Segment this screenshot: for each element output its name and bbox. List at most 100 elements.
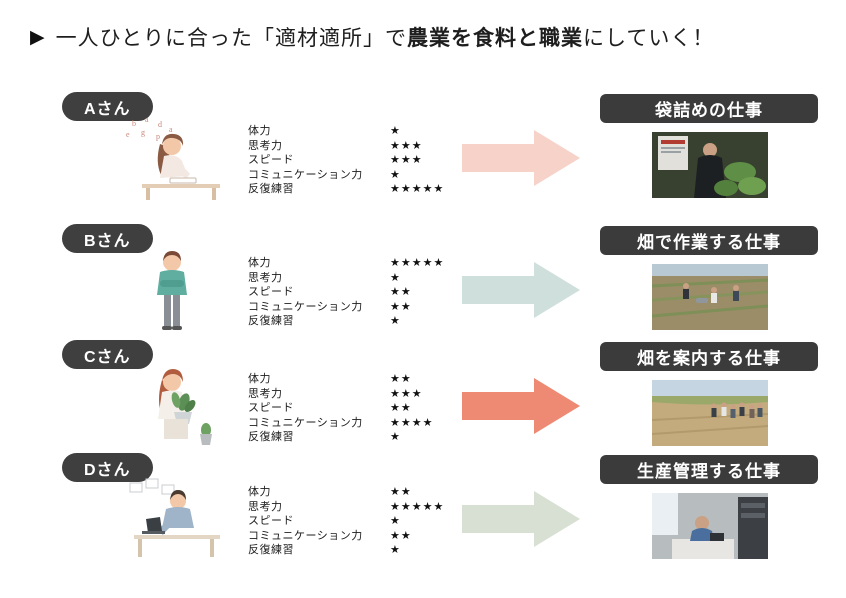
stat-label: 反復練習 bbox=[248, 431, 294, 443]
job-label: 畑を案内する仕事 bbox=[637, 349, 781, 368]
job-badge: 生産管理する仕事 bbox=[600, 455, 818, 484]
stats-table: 体力 ★★ 思考力 ★★★★★ スピード ★ コミュニケーション力 ★★ 反復練習 ★ bbox=[248, 485, 484, 558]
svg-text:e: e bbox=[126, 130, 130, 139]
illustration-person-standing bbox=[112, 246, 242, 334]
stat-row: 体力 ★★ bbox=[248, 372, 484, 387]
job-badge: 畑を案内する仕事 bbox=[600, 342, 818, 371]
star-rating: ★★ bbox=[390, 373, 412, 385]
stat-label: 思考力 bbox=[248, 139, 283, 152]
stat-label: スピード bbox=[248, 286, 294, 298]
stat-label: 思考力 bbox=[248, 387, 283, 400]
stat-row: 体力 ★ bbox=[248, 124, 484, 139]
stat-row: スピード ★ bbox=[248, 514, 484, 529]
star-rating: ★★★★ bbox=[390, 416, 434, 429]
stat-label: コミュニケーション力 bbox=[248, 416, 363, 429]
stat-label: 反復練習 bbox=[248, 183, 294, 195]
triangle-marker-icon: ▶ bbox=[30, 26, 46, 48]
star-rating: ★ bbox=[390, 515, 401, 527]
person-badge: Bさん bbox=[62, 224, 153, 253]
star-rating: ★ bbox=[390, 315, 401, 327]
stat-label: スピード bbox=[248, 402, 294, 414]
row-person-c: Cさん 体力★★ 思考力★★★ スピード★★ コミュニケーション力★ bbox=[0, 336, 846, 454]
star-rating: ★★ bbox=[390, 402, 412, 414]
star-rating: ★ bbox=[390, 431, 401, 443]
stat-row: 思考力 ★ bbox=[248, 271, 484, 286]
arrow-right-icon bbox=[462, 128, 584, 188]
star-rating: ★★★ bbox=[390, 154, 423, 166]
title-prefix: 一人ひとりに合った「適材適所」で bbox=[55, 27, 407, 50]
stat-label: スピード bbox=[248, 515, 294, 527]
stat-label: コミュニケーション力 bbox=[248, 529, 363, 542]
illustration-person-at-laptop bbox=[112, 475, 242, 563]
photo-production-management bbox=[652, 493, 768, 559]
stats-table: 体力 ★★★★★ 思考力 ★ スピード ★★ コミュニケーション力 ★★ 反復練習 ★ bbox=[248, 256, 484, 329]
stat-label: 思考力 bbox=[248, 500, 283, 513]
svg-text:b: b bbox=[132, 119, 136, 128]
star-rating: ★★★★★ bbox=[390, 257, 445, 269]
stat-row: 思考力 ★★★ bbox=[248, 387, 484, 402]
stats-table: 体力 ★★ 思考力 ★★★ スピード ★★ コミュニケーション力 ★★★★ 反復練習 ★ bbox=[248, 372, 484, 445]
person-name: Bさん bbox=[84, 232, 131, 250]
stat-label: 反復練習 bbox=[248, 315, 294, 327]
stat-label: コミュニケーション力 bbox=[248, 300, 363, 313]
svg-text:a: a bbox=[169, 125, 173, 134]
star-rating: ★★★★★ bbox=[390, 500, 445, 513]
star-rating: ★★ bbox=[390, 486, 412, 498]
stat-label: スピード bbox=[248, 154, 294, 166]
star-rating: ★ bbox=[390, 271, 401, 284]
star-rating: ★ bbox=[390, 125, 401, 137]
arrow-right-icon bbox=[462, 376, 584, 436]
stat-row: スピード ★★ bbox=[248, 401, 484, 416]
photo-field-tour bbox=[652, 380, 768, 446]
star-rating: ★ bbox=[390, 544, 401, 556]
stat-label: 思考力 bbox=[248, 271, 283, 284]
star-rating: ★★★ bbox=[390, 139, 423, 152]
row-person-b: Bさん 体力 ★★★★★ 思考力 ★ スピード ★★ コミュニケーション力 ★★ 反復練… bbox=[0, 220, 846, 338]
person-name: Aさん bbox=[84, 100, 131, 118]
page-title: ▶ 一人ひとりに合った「適材適所」で農業を食料と職業にしていく！ bbox=[30, 22, 714, 52]
star-rating: ★ bbox=[390, 168, 401, 181]
title-text: 一人ひとりに合った「適材適所」で農業を食料と職業にしていく！ bbox=[56, 22, 715, 52]
star-rating: ★★★★★ bbox=[390, 183, 445, 195]
stat-label: 体力 bbox=[248, 257, 271, 269]
stat-row: 反復練習 ★ bbox=[248, 314, 484, 329]
svg-text:d: d bbox=[158, 120, 162, 129]
title-suffix: にしていく！ bbox=[583, 27, 715, 50]
person-badge: Aさん bbox=[62, 92, 153, 121]
svg-text:g: g bbox=[141, 128, 145, 137]
stat-row: 体力 ★★ bbox=[248, 485, 484, 500]
arrow-right-icon bbox=[462, 489, 584, 549]
arrow-right-icon bbox=[462, 260, 584, 320]
svg-text:a: a bbox=[145, 115, 149, 124]
stat-label: 体力 bbox=[248, 373, 271, 385]
job-label: 袋詰めの仕事 bbox=[655, 101, 763, 120]
stat-row: 思考力 ★★★★★ bbox=[248, 500, 484, 515]
stat-label: コミュニケーション力 bbox=[248, 168, 363, 181]
star-rating: ★★ bbox=[390, 286, 412, 298]
star-rating: ★★★ bbox=[390, 387, 423, 400]
illustration-person-holding-plant bbox=[112, 362, 242, 450]
job-label: 畑で作業する仕事 bbox=[637, 233, 781, 252]
photo-field-work bbox=[652, 264, 768, 330]
stat-row: 思考力 ★★★ bbox=[248, 139, 484, 154]
job-label: 生産管理する仕事 bbox=[637, 462, 781, 481]
stat-row: 反復練習 ★★★★★ bbox=[248, 182, 484, 197]
photo-bag-packing bbox=[652, 132, 768, 198]
stat-row: コミュニケーション力 ★★ bbox=[248, 300, 484, 315]
stat-row: コミュニケーション力 ★★ bbox=[248, 529, 484, 544]
person-badge: Dさん bbox=[62, 453, 153, 482]
job-badge: 袋詰めの仕事 bbox=[600, 94, 818, 123]
svg-text:p: p bbox=[156, 132, 160, 141]
stat-label: 体力 bbox=[248, 486, 271, 498]
star-rating: ★★ bbox=[390, 529, 412, 542]
stat-row: スピード ★★ bbox=[248, 285, 484, 300]
job-badge: 畑で作業する仕事 bbox=[600, 226, 818, 255]
stat-label: 反復練習 bbox=[248, 544, 294, 556]
row-person-d: Dさん 体力★★ 思考力★★★★★ bbox=[0, 449, 846, 567]
stat-row: 反復練習 ★ bbox=[248, 543, 484, 558]
star-rating: ★★ bbox=[390, 300, 412, 313]
stat-label: 体力 bbox=[248, 125, 271, 137]
